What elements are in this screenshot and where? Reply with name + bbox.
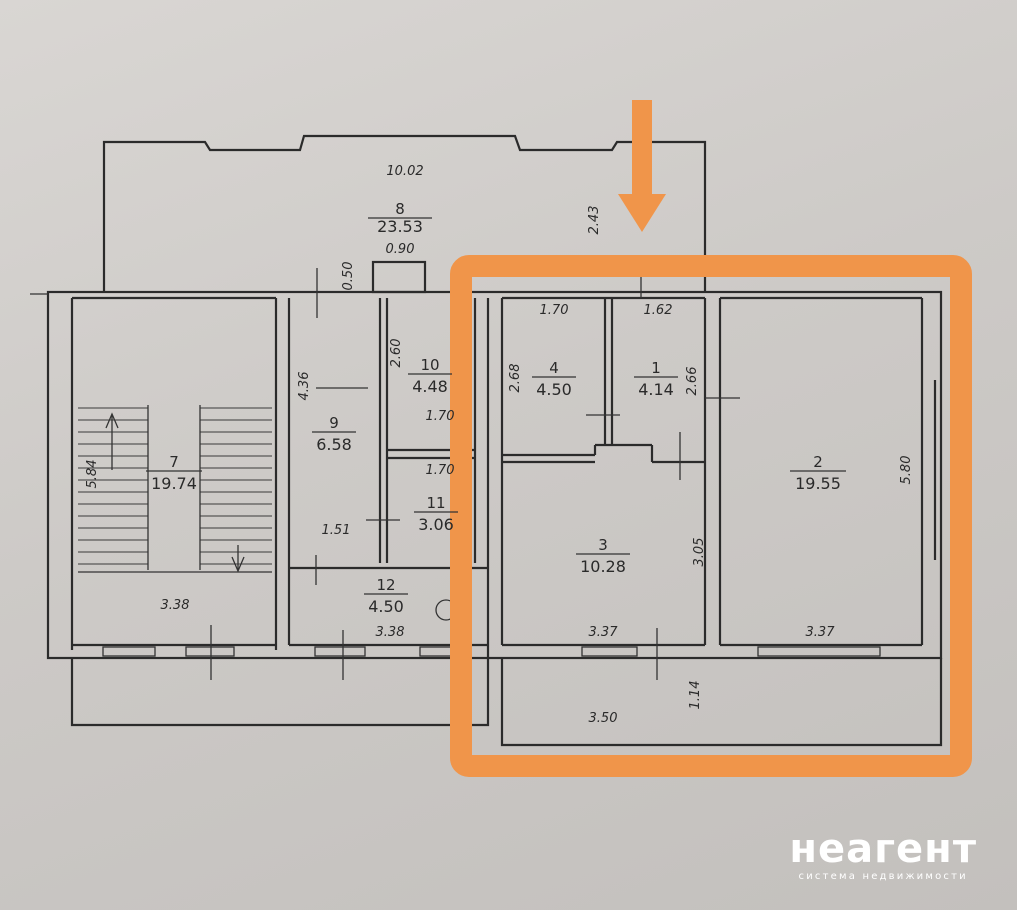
dim-room2-width: 3.37: [806, 625, 836, 640]
room-number: 2: [813, 453, 823, 471]
top-balcony-outline: [102, 134, 707, 292]
dim-room9-depth: 4.36: [297, 372, 312, 401]
dim-balcony-bottom-depth: 1.14: [688, 681, 703, 710]
dim-room1-depth: 2.66: [685, 367, 700, 396]
room-number: 9: [329, 414, 339, 432]
room-area: 4.48: [412, 377, 448, 396]
room-label-3: 3 10.28: [576, 536, 630, 576]
dim-room10-depth: 2.60: [389, 339, 404, 368]
windows: [102, 646, 881, 657]
watermark-logo: неагент: [789, 826, 977, 872]
dim-room2-depth: 5.80: [899, 456, 914, 485]
staircase: [78, 405, 272, 573]
room-number: 10: [420, 356, 439, 374]
dim-room4-width: 1.70: [540, 303, 569, 318]
room-number: 8: [395, 200, 405, 218]
watermark: неагент система недвижимости: [789, 829, 977, 882]
room-label-11: 11 3.06: [414, 494, 458, 534]
watermark-tagline: система недвижимости: [798, 871, 968, 882]
room-label-1: 1 4.14: [634, 359, 678, 399]
dim-room3-width: 3.37: [589, 625, 619, 640]
room-label-2: 2 19.55: [790, 453, 846, 493]
room-area: 4.14: [638, 380, 674, 399]
outer-wall: [46, 290, 943, 660]
dimension-ticks: [210, 268, 740, 680]
dim-balcony-top-length: 10.02: [386, 164, 423, 179]
room-area: 4.50: [536, 380, 572, 399]
room-label-10: 10 4.48: [408, 356, 452, 396]
room-area: 6.58: [316, 435, 352, 454]
room-label-4: 4 4.50: [532, 359, 576, 399]
highlight-frame: [450, 255, 972, 777]
dim-room7-depth: 5.84: [85, 460, 100, 489]
dim-room7-width: 3.38: [161, 598, 190, 613]
room-area: 19.74: [151, 474, 197, 493]
room-number: 4: [549, 359, 559, 377]
dim-room12-width: 3.38: [376, 625, 405, 640]
dim-room4-depth: 2.68: [508, 364, 523, 393]
dim-room3-depth: 3.05: [692, 538, 707, 567]
room-area: 10.28: [580, 557, 626, 576]
room-number: 7: [169, 453, 179, 471]
dim-room10-width: 1.70: [426, 409, 455, 424]
room-area: 3.06: [418, 515, 454, 534]
shaft-opening: [371, 260, 427, 294]
room-label-12: 12 4.50: [364, 576, 408, 616]
dim-balcony-depth: 2.43: [587, 206, 602, 235]
room-number: 3: [598, 536, 608, 554]
room-label-8: 8 23.53: [368, 200, 432, 236]
dim-opening-depth: 0.50: [341, 262, 356, 291]
room-area: 4.50: [368, 597, 404, 616]
dim-balcony-bottom-width: 3.50: [589, 711, 618, 726]
dim-room1-width: 1.62: [644, 303, 673, 318]
room-number: 1: [651, 359, 661, 377]
room-area: 19.55: [795, 474, 841, 493]
room-label-7: 7 19.74: [146, 453, 202, 493]
room-number: 12: [376, 576, 395, 594]
room-number: 11: [426, 494, 445, 512]
dim-opening-width: 0.90: [386, 242, 415, 257]
arrow-down-icon: [618, 100, 666, 232]
room-label-9: 9 6.58: [312, 414, 356, 454]
lower-balcony-right: [500, 658, 943, 747]
dim-room9-width: 1.51: [322, 523, 351, 538]
dim-room11-width: 1.70: [426, 463, 455, 478]
room-area: 23.53: [377, 217, 423, 236]
lower-balcony-left: [70, 658, 490, 727]
